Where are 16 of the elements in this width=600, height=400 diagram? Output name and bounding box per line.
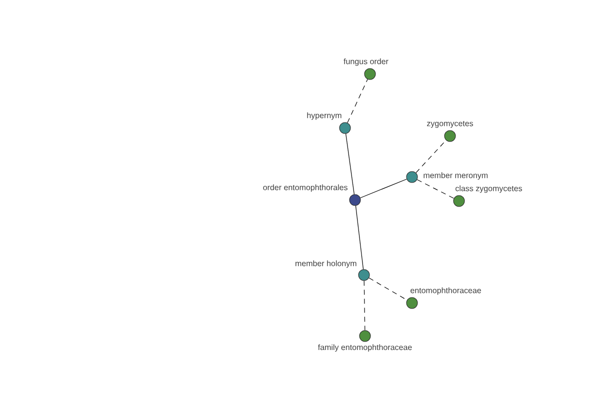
node-label: zygomycetes <box>427 120 474 128</box>
node-label: member meronym <box>424 172 488 180</box>
connector-line <box>347 78 368 124</box>
node-label: hypernym <box>307 112 342 120</box>
node-label: entomophthoraceae <box>410 287 481 295</box>
node-label: order entomophthorales <box>263 184 348 192</box>
node-label: fungus order <box>344 58 388 66</box>
connector-line <box>360 178 407 198</box>
connector-line <box>416 179 454 199</box>
connector-line <box>364 280 366 331</box>
connector-line <box>368 278 408 300</box>
connector-line <box>346 133 355 195</box>
node-label: member holonym <box>296 260 356 268</box>
connector-line <box>355 205 364 270</box>
node-label: class zygomycetes <box>456 185 522 193</box>
node-label: family entomophthoraceae <box>318 344 412 352</box>
